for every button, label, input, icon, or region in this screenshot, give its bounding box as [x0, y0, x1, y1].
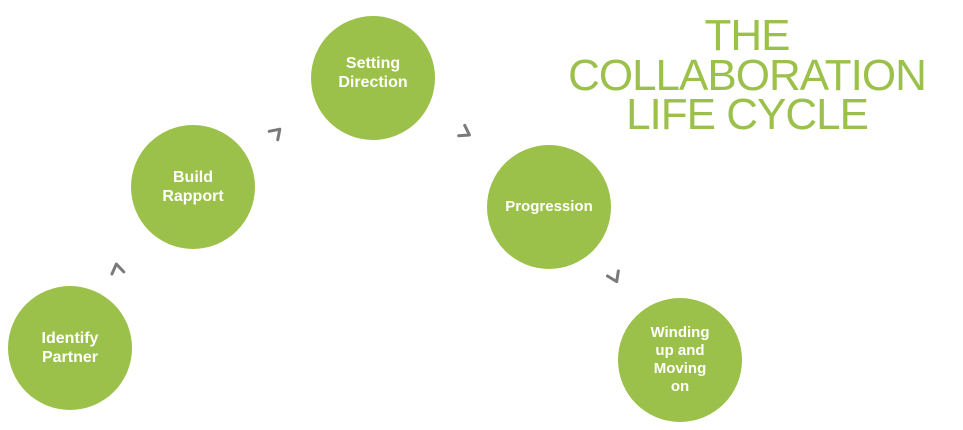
stage-progression: Progression [487, 145, 611, 269]
stage-build-rapport: Build Rapport [131, 125, 255, 249]
chevron-arrow-icon [263, 118, 291, 146]
stage-setting-direction-label: Setting Direction [338, 55, 408, 92]
stage-build-rapport-label: Build Rapport [162, 168, 224, 205]
title-line-1: THE [704, 11, 791, 60]
chevron-arrow-icon [105, 256, 128, 279]
stage-setting-direction: Setting Direction [311, 16, 435, 140]
diagram-title: THE COLLABORATION LIFE CYCLE [537, 11, 957, 140]
stage-identify-partner-label: Identify Partner [41, 329, 99, 366]
stage-progression-label: Progression [505, 198, 593, 215]
chevron-arrow-icon [452, 119, 479, 146]
title-line-2: COLLABORATION [568, 50, 927, 100]
stage-identify-partner: Identify Partner [8, 286, 132, 410]
title-line-3: LIFE CYCLE [626, 90, 869, 140]
stage-winding-up-label: Winding up and Moving on [650, 324, 710, 395]
stage-winding-up-and-moving-on: Winding up and Moving on [618, 298, 742, 422]
chevron-arrow-icon [602, 265, 629, 292]
